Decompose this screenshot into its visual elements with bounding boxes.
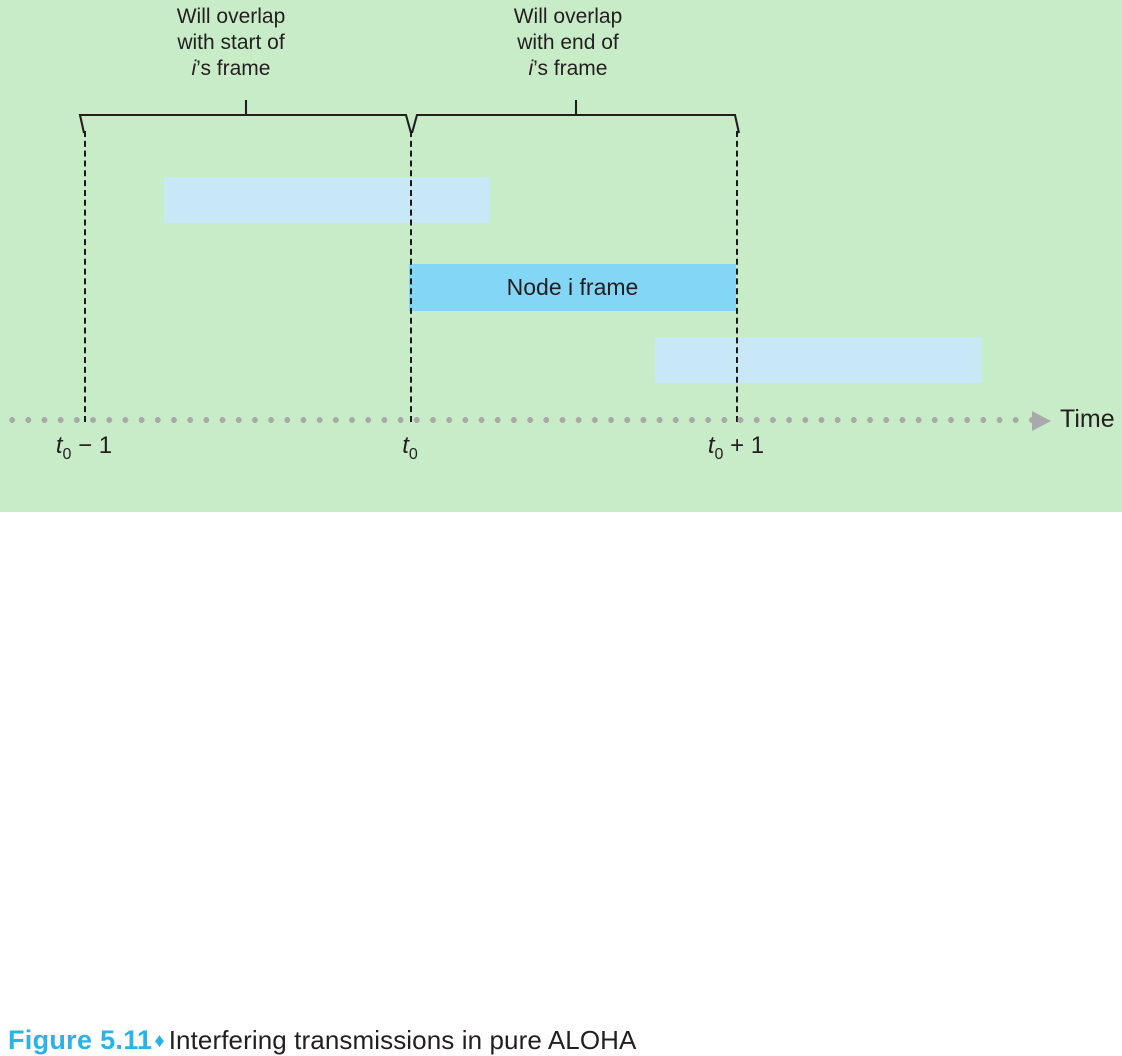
annotation-right-line3: i’s frame xyxy=(440,56,696,82)
bracket-group xyxy=(78,100,741,134)
tick-sub-3: 0 xyxy=(714,445,724,463)
diamond-icon: ♦ xyxy=(154,1030,165,1052)
time-axis-label: Time xyxy=(1060,405,1115,433)
annotation-right-line1: Will overlap xyxy=(513,5,623,28)
annotation-right-line3-rest: ’s frame xyxy=(533,57,608,80)
annotation-right-italic-i: i xyxy=(528,57,534,80)
caption-row: Figure 5.11♦Interfering transmissions in… xyxy=(0,512,1122,1055)
bar-overlapping-start xyxy=(164,177,490,223)
tick-suffix-1: − 1 xyxy=(71,432,113,459)
bar-node-i-frame-label: Node i frame xyxy=(506,274,639,300)
annotation-left-line3: i’s frame xyxy=(103,56,359,82)
guide-line-t0-minus-1 xyxy=(84,131,86,422)
figure-caption-label: Figure 5.11 xyxy=(8,1025,153,1055)
tick-var-2: t xyxy=(402,432,409,459)
annotation-left-line2: with start of xyxy=(177,31,285,54)
figure-caption: Figure 5.11♦Interfering transmissions in… xyxy=(8,1025,636,1056)
time-axis xyxy=(0,411,1051,431)
annotation-right-line2: with end of xyxy=(517,31,619,54)
annotation-left-italic-i: i xyxy=(191,57,197,80)
tick-label-t0-minus-1: t0 − 1 xyxy=(56,432,112,464)
annotation-right: Will overlap with end of i’s frame xyxy=(440,4,696,82)
tick-suffix-3: + 1 xyxy=(723,432,765,459)
bracket-left xyxy=(78,113,413,134)
tick-label-t0: t0 xyxy=(402,432,418,464)
bar-overlapping-end xyxy=(655,337,982,383)
figure-caption-text: Interfering transmissions in pure ALOHA xyxy=(168,1025,637,1055)
annotation-left-line1: Will overlap xyxy=(176,5,286,28)
tick-sub-2: 0 xyxy=(408,445,418,463)
tick-label-t0-plus-1: t0 + 1 xyxy=(708,432,764,464)
time-axis-dotted-line xyxy=(0,417,1038,423)
guide-line-t0 xyxy=(410,131,412,422)
diagram-panel: Will overlap with start of i’s frame Wil… xyxy=(0,0,1122,512)
annotation-left-line3-rest: ’s frame xyxy=(196,57,271,80)
arrow-right-icon xyxy=(1032,411,1051,431)
bar-node-i-frame: Node i frame xyxy=(409,264,736,311)
tick-var-3: t xyxy=(707,432,715,459)
tick-var-1: t xyxy=(55,432,63,459)
tick-sub-1: 0 xyxy=(62,445,72,463)
bracket-right xyxy=(410,113,741,134)
annotation-left: Will overlap with start of i’s frame xyxy=(103,4,359,82)
guide-line-t0-plus-1 xyxy=(736,131,738,422)
